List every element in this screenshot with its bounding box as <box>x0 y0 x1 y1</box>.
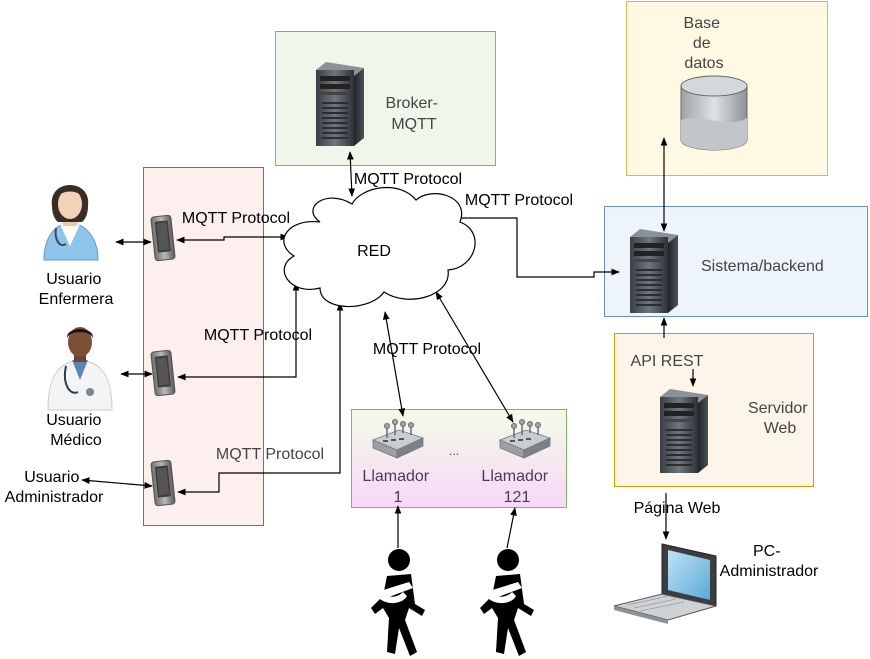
webserver-box <box>614 333 814 487</box>
broker-box <box>275 31 496 166</box>
protocol-label-backend: MQTT Protocol <box>465 192 573 209</box>
backend-label: Sistema/backend <box>701 258 824 275</box>
backend-server-icon <box>630 229 678 313</box>
pc-admin-label: PC- Administrador <box>720 543 819 580</box>
caller-ellipsis: ... <box>449 444 459 458</box>
protocol-label-nurse: MQTT Protocol <box>182 210 290 227</box>
patient-icon <box>371 549 425 656</box>
protocol-label-callers: MQTT Protocol <box>373 341 481 358</box>
protocol-label-doctor: MQTT Protocol <box>204 327 312 344</box>
smartphone-icon[interactable] <box>150 214 176 262</box>
broker-label: Broker- MQTT <box>386 95 443 133</box>
doctor-icon <box>47 327 113 411</box>
database-label: Base de datos <box>684 15 725 72</box>
protocol-label-broker: MQTT Protocol <box>354 171 462 188</box>
patient-icon <box>480 549 534 656</box>
caller-1-label: Llamador 1 <box>362 468 433 506</box>
database-icon <box>680 75 748 151</box>
user-doctor-label: Usuario Médico <box>46 412 106 449</box>
broker-server-icon <box>316 62 364 146</box>
smartphone-icon[interactable] <box>150 459 176 507</box>
caller-121-label: Llamador 121 <box>481 468 552 506</box>
callers-box <box>351 409 567 508</box>
protocol-label-admin: MQTT Protocol <box>216 446 324 463</box>
smartphone-icon[interactable] <box>150 349 176 397</box>
red-label: RED <box>357 243 391 260</box>
api-rest-label: API REST <box>631 353 704 370</box>
web-page-label: Página Web <box>634 500 721 517</box>
cloud-icon <box>283 186 476 308</box>
user-admin-label: Usuario Administrador <box>5 469 104 506</box>
nurse-icon <box>43 185 99 261</box>
user-nurse-label: Usuario Enfermera <box>39 271 114 308</box>
laptop-icon <box>613 543 717 624</box>
webserver-server-icon <box>660 389 708 473</box>
webserver-label: Servidor Web <box>748 400 812 437</box>
